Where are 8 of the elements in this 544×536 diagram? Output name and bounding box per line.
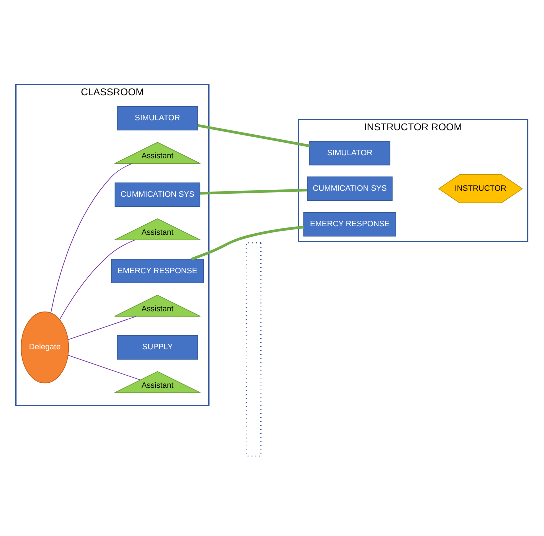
connector — [200, 188, 308, 195]
connector — [50, 163, 133, 314]
connector — [60, 240, 136, 320]
connector — [191, 226, 304, 261]
node-box — [246, 242, 262, 458]
connector — [68, 316, 137, 340]
connector — [198, 124, 310, 148]
connector — [68, 355, 141, 381]
